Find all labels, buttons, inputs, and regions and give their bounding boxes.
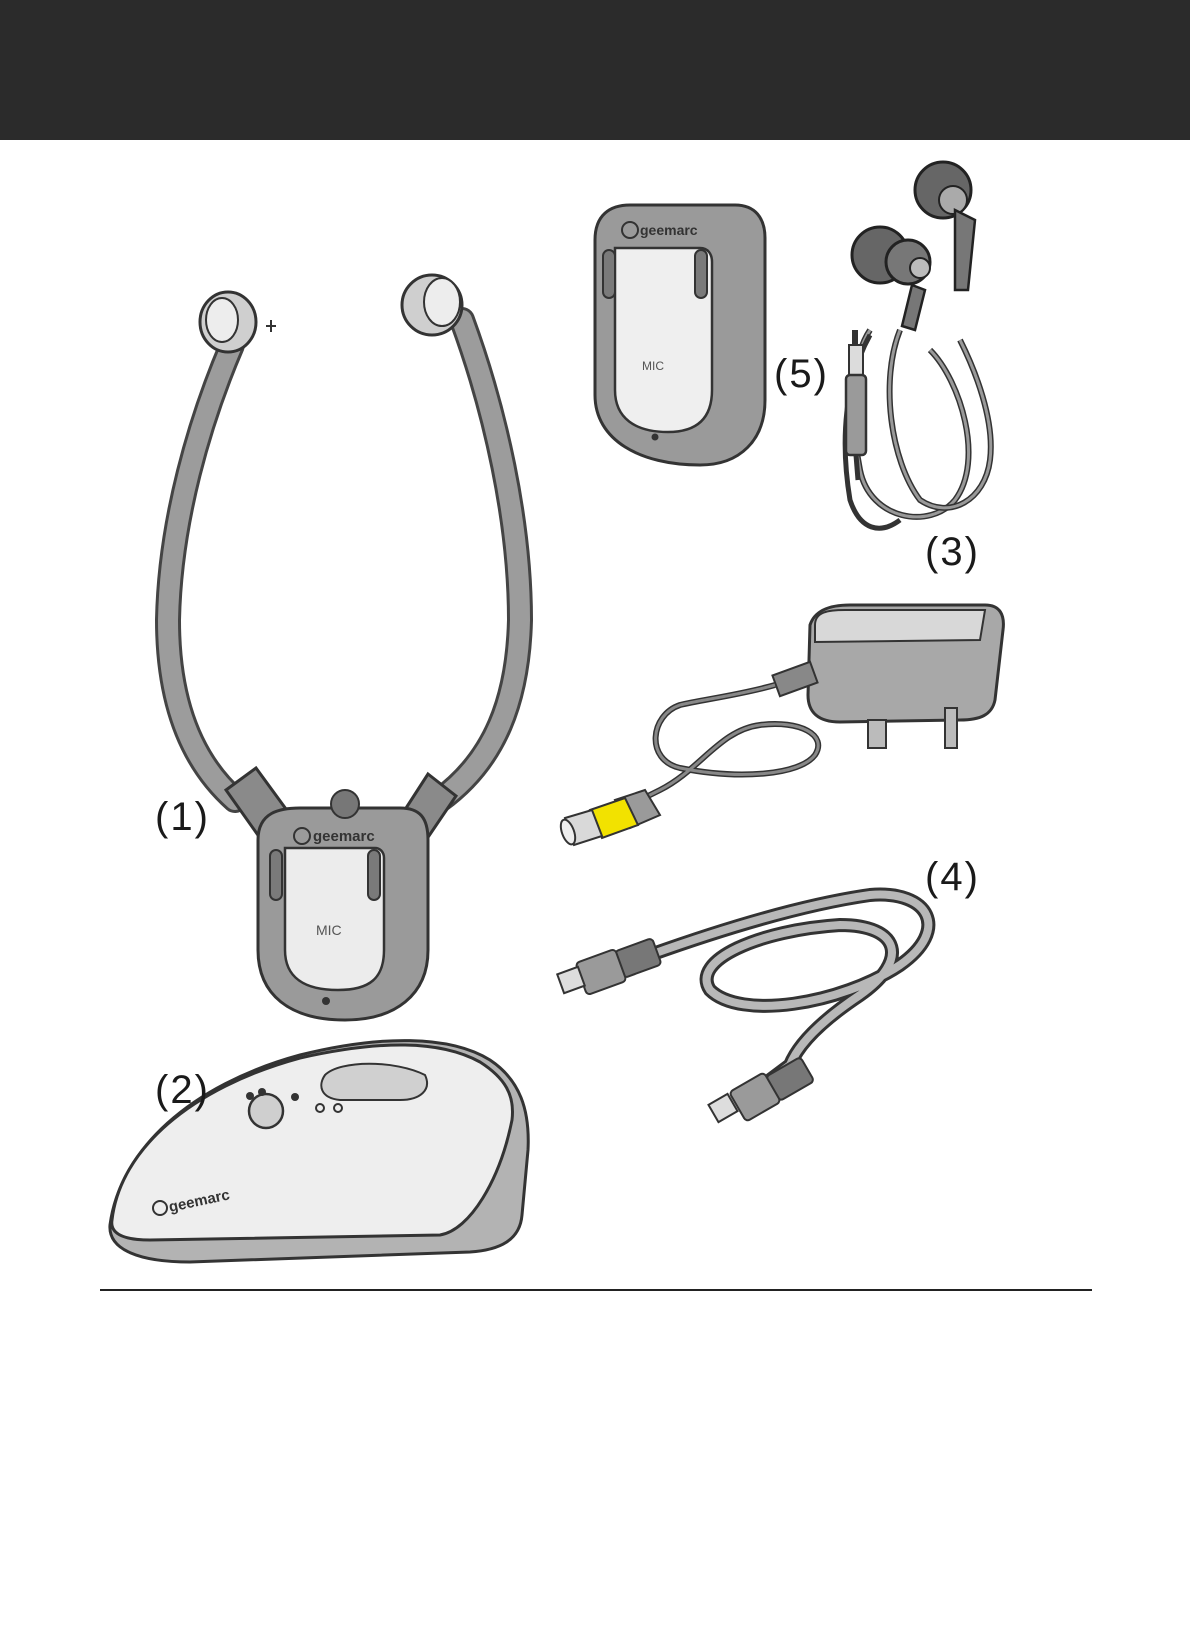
- earphones-icon: [845, 162, 991, 528]
- label-item-5: (5): [774, 352, 829, 397]
- svg-text:MIC: MIC: [642, 359, 664, 373]
- receiver-clip-icon: geemarc MIC: [595, 205, 765, 465]
- optical-cable-icon: [557, 895, 928, 1123]
- svg-text:MIC: MIC: [316, 922, 342, 938]
- divider-line: [100, 1289, 1092, 1291]
- label-item-2: (2): [155, 1068, 210, 1113]
- svg-text:geemarc: geemarc: [313, 828, 375, 845]
- label-item-1: (1): [155, 795, 210, 840]
- power-adapter-icon: [558, 605, 1004, 846]
- headset-icon: geemarc MIC: [168, 275, 520, 1020]
- label-item-4: (4): [925, 855, 980, 900]
- svg-text:geemarc: geemarc: [640, 222, 698, 238]
- label-item-3: (3): [925, 530, 980, 575]
